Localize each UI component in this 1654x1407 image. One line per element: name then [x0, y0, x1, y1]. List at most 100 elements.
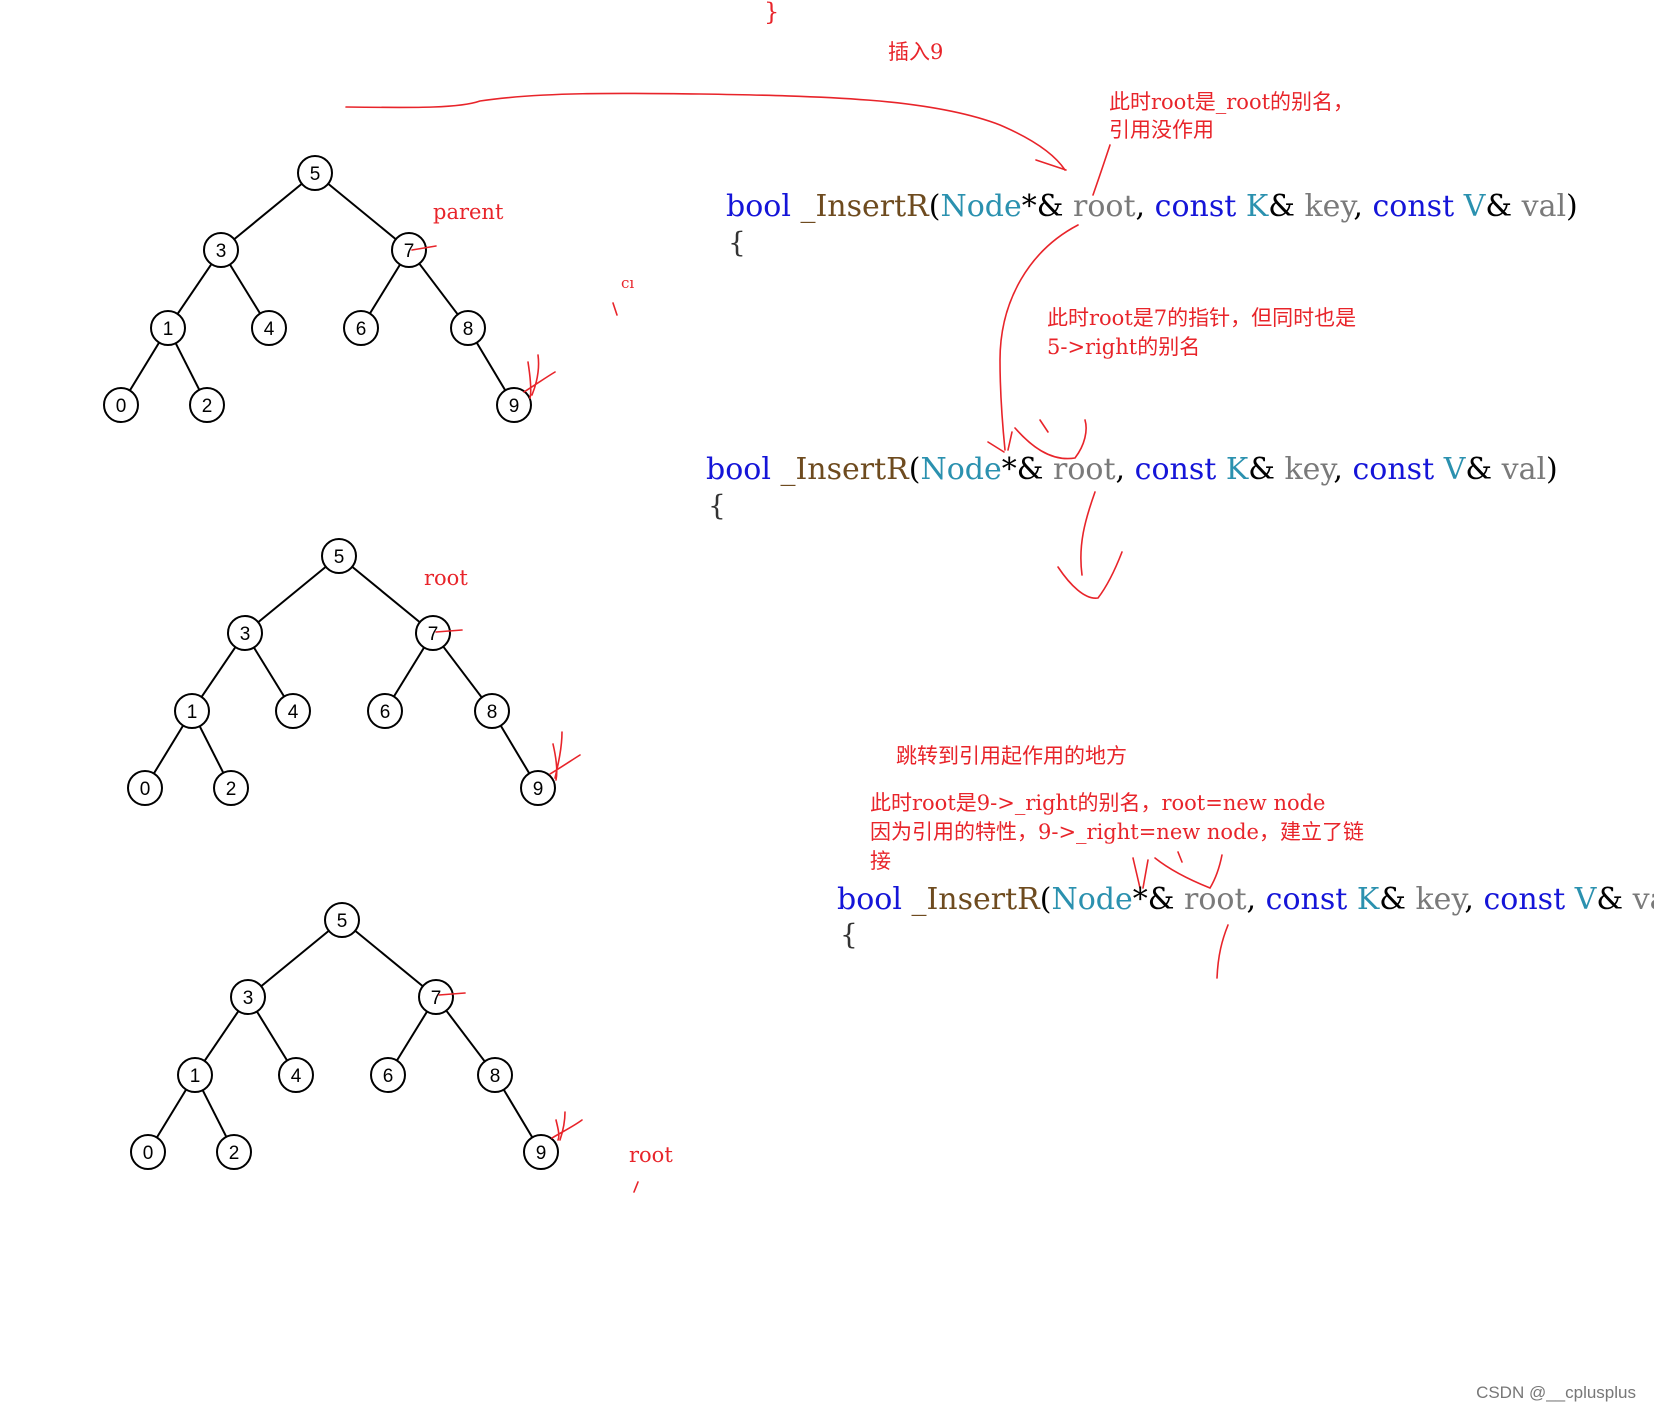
tree-node	[275, 693, 311, 729]
kw-const: const	[1265, 882, 1348, 917]
ptr-ref: *&	[1132, 882, 1175, 917]
tree-node-label: 8	[490, 1066, 501, 1087]
scribble-9-t1	[523, 354, 556, 399]
kw-const: const	[1134, 452, 1217, 487]
type-k: K	[1225, 452, 1249, 487]
diagram-title: 插入9	[888, 40, 944, 64]
note2-line2: 5->right的别名	[1047, 335, 1201, 359]
tree-node-label: 3	[216, 241, 227, 262]
tree-node	[278, 1057, 314, 1093]
tree-node	[367, 693, 403, 729]
close-paren: )	[1566, 189, 1578, 224]
tree-edge	[445, 1009, 486, 1063]
tree-edge	[442, 645, 483, 699]
tree-node	[391, 232, 427, 268]
tree-node-label: 9	[509, 396, 520, 417]
tree-node-label: 5	[337, 911, 348, 932]
tree-node-label: 6	[356, 319, 367, 340]
type-node: Node	[1051, 882, 1133, 917]
tree-edge	[233, 182, 303, 241]
fn-name: _InsertR	[901, 882, 1040, 917]
tree-edge	[200, 646, 237, 698]
tree-node-label: 2	[202, 396, 213, 417]
tree-node	[343, 310, 379, 346]
param-root: root	[1174, 882, 1247, 917]
tree-node-label: 6	[383, 1066, 394, 1087]
comma: ,	[1353, 189, 1363, 224]
tree-node-label: 1	[190, 1066, 201, 1087]
type-v: V	[1443, 452, 1466, 487]
tree-edge	[369, 263, 401, 315]
tree-edge	[502, 1089, 534, 1138]
tree-edge	[256, 1010, 288, 1062]
kw-bool: bool	[837, 882, 902, 917]
tree-node	[203, 232, 239, 268]
tree-node	[127, 770, 163, 806]
param-root: root	[1063, 189, 1136, 224]
arrowhead-3	[1057, 551, 1123, 599]
tree-node-label: 6	[380, 702, 391, 723]
pointer-note1	[1092, 144, 1111, 196]
tree-node-label: 0	[143, 1143, 154, 1164]
tree-node	[177, 1057, 213, 1093]
tree-edge	[153, 724, 184, 775]
scribble-3c	[1154, 854, 1223, 889]
marker-7-t1	[411, 245, 437, 251]
close-paren: )	[1546, 452, 1558, 487]
tree-node-label: 1	[163, 319, 174, 340]
type-k: K	[1245, 189, 1269, 224]
stray-mark-text: cı	[621, 274, 635, 292]
param-val: val	[1512, 189, 1567, 224]
tree-node	[474, 693, 510, 729]
signature-2: bool _InsertR(Node*& root, const K& key,…	[706, 453, 1558, 487]
note1-line2: 引用没作用	[1109, 118, 1214, 142]
tree-node-label: 0	[140, 779, 151, 800]
signature-1-brace: {	[728, 226, 746, 259]
scribble-3b	[1142, 859, 1149, 889]
tree-node	[150, 310, 186, 346]
scribble-2b	[1039, 419, 1049, 433]
ptr-ref: *&	[1001, 452, 1044, 487]
comma: ,	[1333, 452, 1343, 487]
tree-edge	[499, 725, 531, 774]
tree-node	[324, 902, 360, 938]
scribble-3d	[1177, 851, 1183, 863]
signature-3: bool _InsertR(Node*& root, const K& key,…	[837, 883, 1654, 917]
tree-node-label: 9	[536, 1143, 547, 1164]
tree-edge	[198, 725, 225, 774]
tree-edge	[475, 342, 507, 391]
tree-node	[321, 538, 357, 574]
tree-node	[213, 770, 249, 806]
red-annotation-strokes	[345, 92, 1229, 1193]
tree-edge	[229, 263, 261, 315]
comma: ,	[1246, 882, 1257, 917]
amp: &	[1248, 452, 1275, 487]
tree-node	[450, 310, 486, 346]
tree-node	[297, 155, 333, 191]
stray-mark-2	[633, 1181, 639, 1193]
tree-node	[103, 387, 139, 423]
tree-node	[189, 387, 225, 423]
tree-node-label: 4	[291, 1066, 302, 1087]
tree-node	[415, 615, 451, 651]
note4-line3: 接	[870, 849, 891, 873]
tree-node	[230, 979, 266, 1015]
tree-node-label: 7	[404, 241, 415, 262]
comma: ,	[1464, 882, 1474, 917]
kw-bool: bool	[706, 452, 771, 487]
param-root: root	[1043, 452, 1116, 487]
stray-mark-1	[612, 302, 618, 316]
amp: &	[1596, 882, 1624, 917]
type-v: V	[1463, 189, 1486, 224]
comma: ,	[1135, 189, 1146, 224]
tree-edge	[354, 929, 424, 988]
tree-edge	[418, 262, 459, 316]
amp: &	[1485, 189, 1513, 224]
signature-3-brace: {	[840, 918, 858, 951]
tree-node	[496, 387, 532, 423]
scribble-3a	[1132, 857, 1141, 889]
arrow-down-2	[1080, 491, 1096, 576]
arrow-down-1	[999, 224, 1079, 451]
